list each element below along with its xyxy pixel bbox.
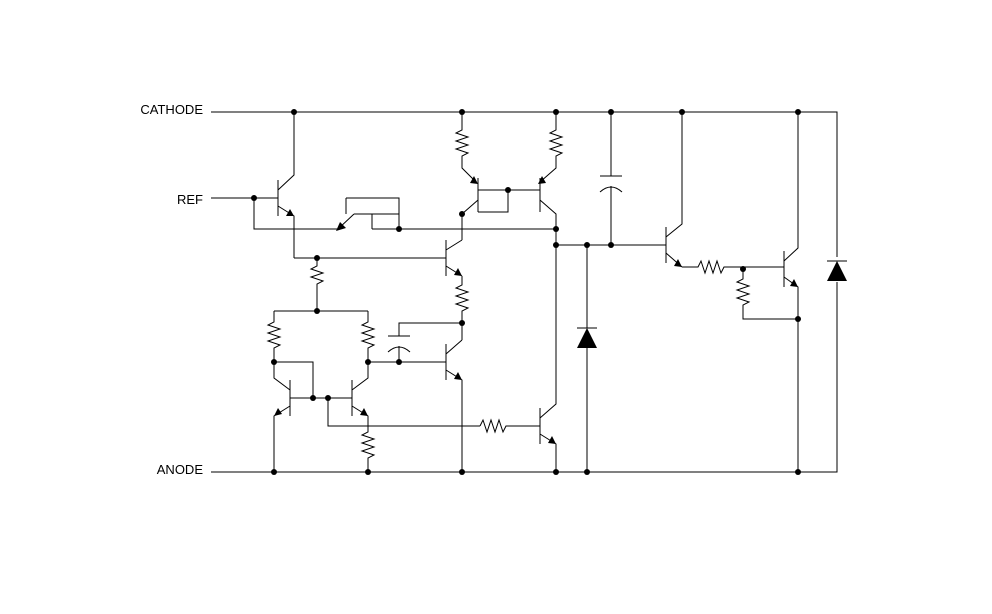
transistor-q5 <box>273 362 328 472</box>
transistor-q3 <box>294 239 463 277</box>
resistor-q3-emitter <box>454 276 470 340</box>
capacitor-upper <box>599 112 623 245</box>
transistor-q9 <box>783 112 799 472</box>
transistor-q8 <box>665 112 784 275</box>
diode-middle <box>577 245 597 472</box>
resistor-q9-base <box>735 269 798 320</box>
resistor-q6-emitter <box>360 428 376 472</box>
transistor-q1 <box>253 112 338 258</box>
anode-rail <box>211 282 838 473</box>
cathode-label: CATHODE <box>140 102 203 117</box>
bias-resistors <box>266 258 376 398</box>
ref-label: REF <box>177 192 203 207</box>
diode-protection <box>827 260 847 281</box>
transistor-q4 <box>368 339 463 472</box>
transistor-q6 <box>327 362 480 428</box>
transistor-q7 <box>539 229 557 472</box>
top-resistor-right <box>538 112 564 184</box>
cathode-rail <box>211 111 838 257</box>
capacitor-lower <box>387 322 462 362</box>
transistor-q2 <box>336 197 555 231</box>
top-resistor-left <box>454 112 478 184</box>
junction-dots <box>251 109 801 475</box>
resistor-driver-base <box>479 418 540 434</box>
anode-label: ANODE <box>157 462 204 477</box>
